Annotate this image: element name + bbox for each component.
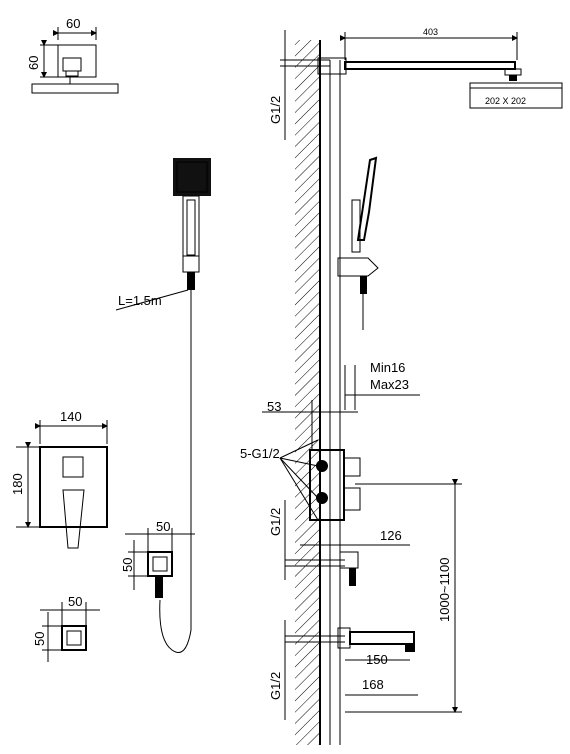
dim-ports: 5-G1/2	[240, 446, 280, 461]
bottom-outlet-front: 50 50	[32, 594, 100, 662]
hose-outlet-front: 50 50	[120, 519, 195, 598]
dim-150: 150	[366, 652, 388, 667]
dim-top-height: 60	[26, 56, 41, 70]
dim-head-size: 202 X 202	[485, 96, 526, 106]
dim-g-bot: G1/2	[268, 672, 283, 700]
overhead-shower: 403 202 X 202 G1/2	[268, 27, 563, 140]
bath-spout-side: 150 168 G1/2	[268, 620, 418, 720]
concealed-mixer-side: Min16 Max23 53 5-G1/2 126 G1/2	[240, 360, 420, 586]
dim-height: 1000~1100	[437, 558, 452, 622]
dim-top-width: 60	[66, 16, 80, 31]
wall-section	[295, 40, 341, 745]
dim-arm-length: 403	[423, 27, 438, 37]
dim-g-mid: G1/2	[268, 508, 283, 536]
dim-mixer-width: 140	[60, 409, 82, 424]
dim-bottom-height: 50	[32, 632, 47, 646]
dim-126: 126	[380, 528, 402, 543]
hand-shower-front: L=1.5m	[115, 158, 211, 653]
dim-min: Min16	[370, 360, 405, 375]
height-dimension: 1000~1100	[345, 479, 462, 713]
dim-bottom-width: 50	[68, 594, 82, 609]
dim-max: Max23	[370, 377, 409, 392]
shower-arm-flange-view: 60 60	[26, 16, 119, 94]
dim-168: 168	[362, 677, 384, 692]
mixer-plate-front: 140 180	[10, 409, 108, 549]
dim-mixer-height: 180	[10, 473, 25, 495]
dim-g-top: G1/2	[268, 96, 283, 124]
dim-hose: L=1.5m	[118, 293, 162, 308]
hand-shower-side	[337, 156, 379, 330]
dim-outlet-width: 50	[156, 519, 170, 534]
dim-outlet-height: 50	[120, 558, 135, 572]
dim-53: 53	[267, 399, 281, 414]
